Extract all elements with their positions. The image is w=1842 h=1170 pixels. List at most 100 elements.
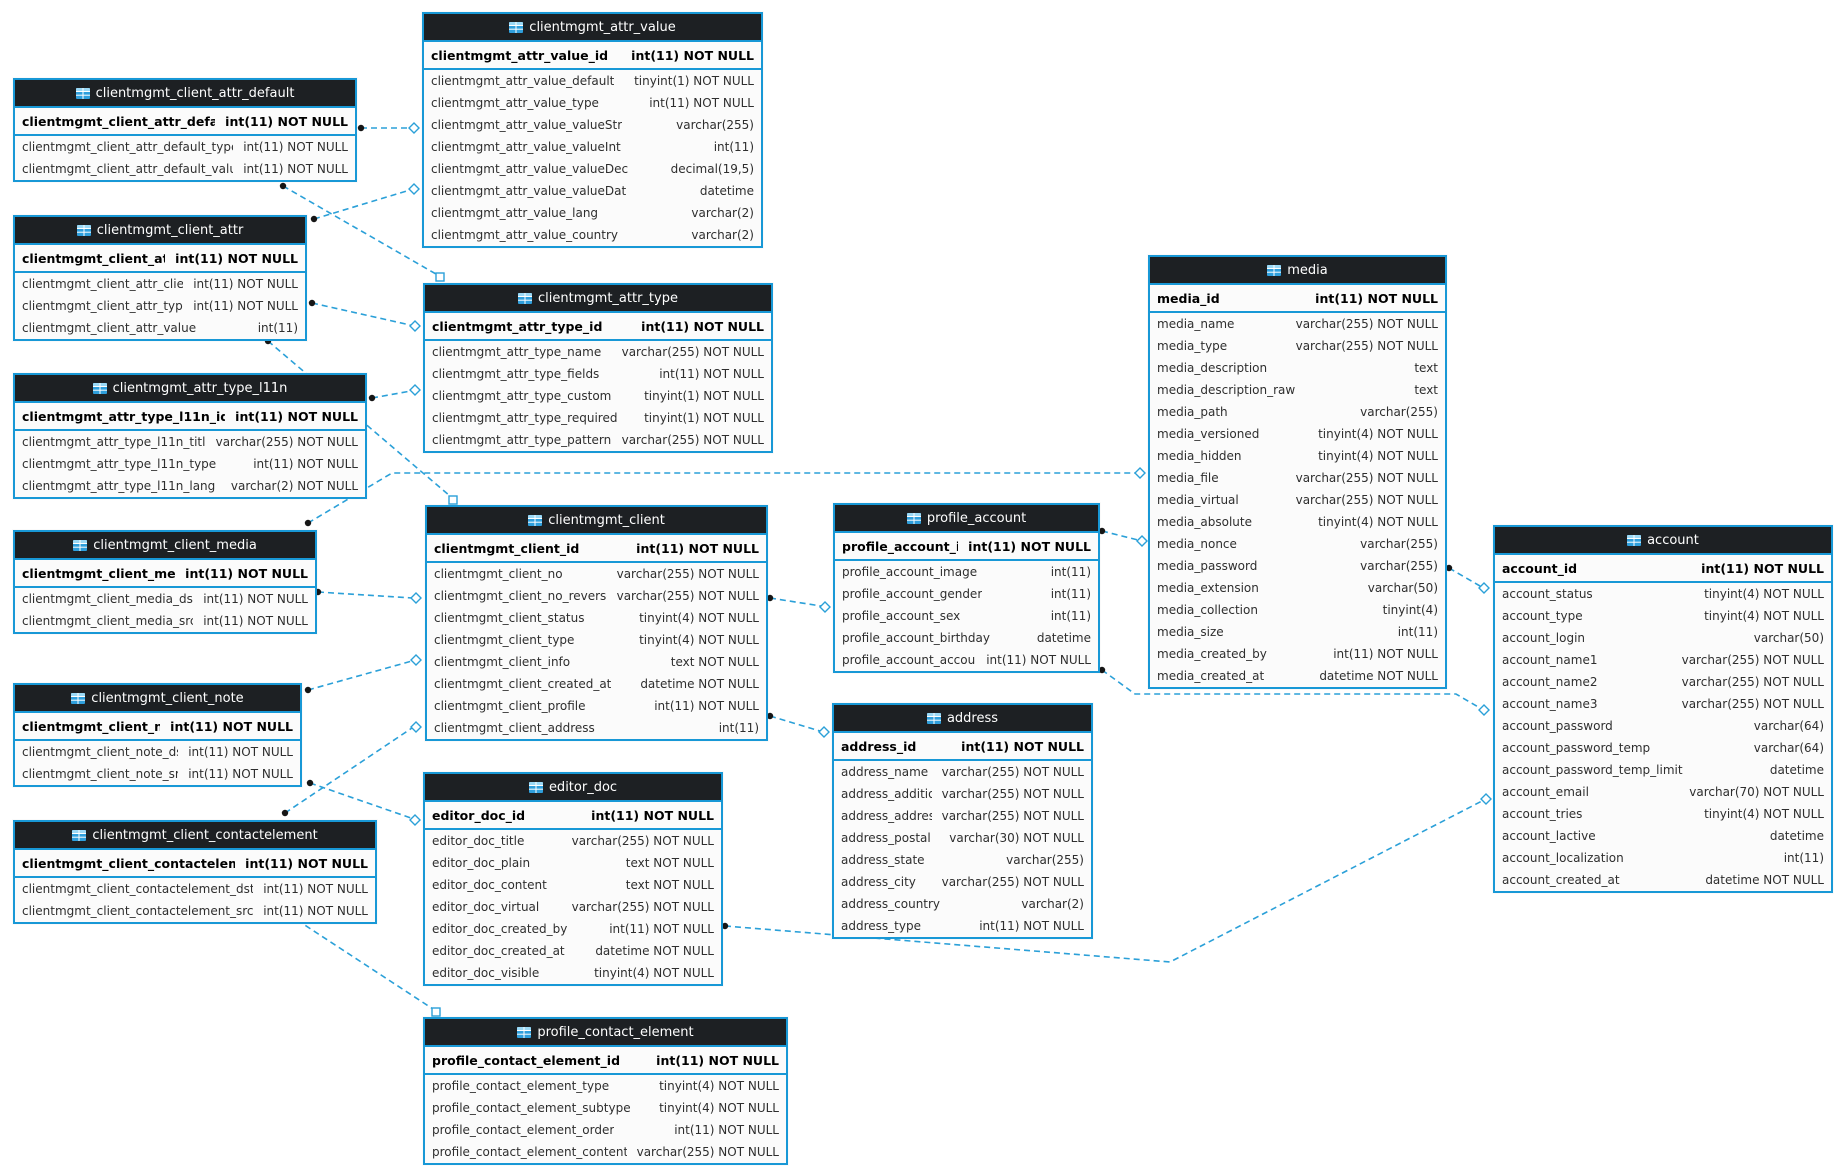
table-header-clientmgmt_client_attr_default[interactable]: clientmgmt_client_attr_default	[15, 80, 355, 108]
table-clientmgmt_attr_type_l11n[interactable]: clientmgmt_attr_type_l11n clientmgmt_attr…	[13, 373, 367, 499]
table-header-clientmgmt_client[interactable]: clientmgmt_client	[427, 507, 766, 535]
relationship-media-to-account[interactable]	[1445, 564, 1490, 594]
table-header-clientmgmt_client_media[interactable]: clientmgmt_client_media	[15, 532, 315, 560]
table-clientmgmt_client_attr_default[interactable]: clientmgmt_client_attr_default clientmgmt…	[13, 78, 357, 182]
relationship-clientmgmt_client_media-to-clientmgmt_client[interactable]	[314, 588, 422, 604]
table-header-clientmgmt_attr_value[interactable]: clientmgmt_attr_value	[424, 14, 761, 42]
relationship-profile_account-to-account[interactable]	[1098, 666, 1490, 716]
table-row[interactable]: address_additionvarchar(255) NOT NULL	[834, 783, 1091, 805]
table-header-clientmgmt_attr_type_l11n[interactable]: clientmgmt_attr_type_l11n	[15, 375, 365, 403]
relationship-clientmgmt_client_note-to-clientmgmt_client[interactable]	[304, 654, 422, 694]
relationship-clientmgmt_client-to-profile_account[interactable]	[766, 594, 831, 613]
relationship-clientmgmt_client_attr-to-clientmgmt_attr_value[interactable]	[310, 183, 420, 223]
relationship-clientmgmt_client-to-address[interactable]	[766, 712, 830, 738]
relationship-clientmgmt_client_contactelement-to-clientmgmt_client[interactable]	[281, 721, 422, 817]
table-header-account[interactable]: account	[1495, 527, 1831, 555]
relationship-clientmgmt_client_attr_default-to-clientmgmt_attr_value[interactable]	[357, 122, 420, 134]
relationship-clientmgmt_client_contactelement-to-profile_contact_element[interactable]	[293, 916, 441, 1017]
relationship-clientmgmt_client_media-to-media[interactable]	[304, 467, 1146, 527]
table-header-media[interactable]: media	[1150, 257, 1445, 285]
relationship-clientmgmt_client_attr_default-to-clientmgmt_attr_type[interactable]	[279, 182, 445, 282]
table-header-clientmgmt_client_note[interactable]: clientmgmt_client_note	[15, 685, 300, 713]
